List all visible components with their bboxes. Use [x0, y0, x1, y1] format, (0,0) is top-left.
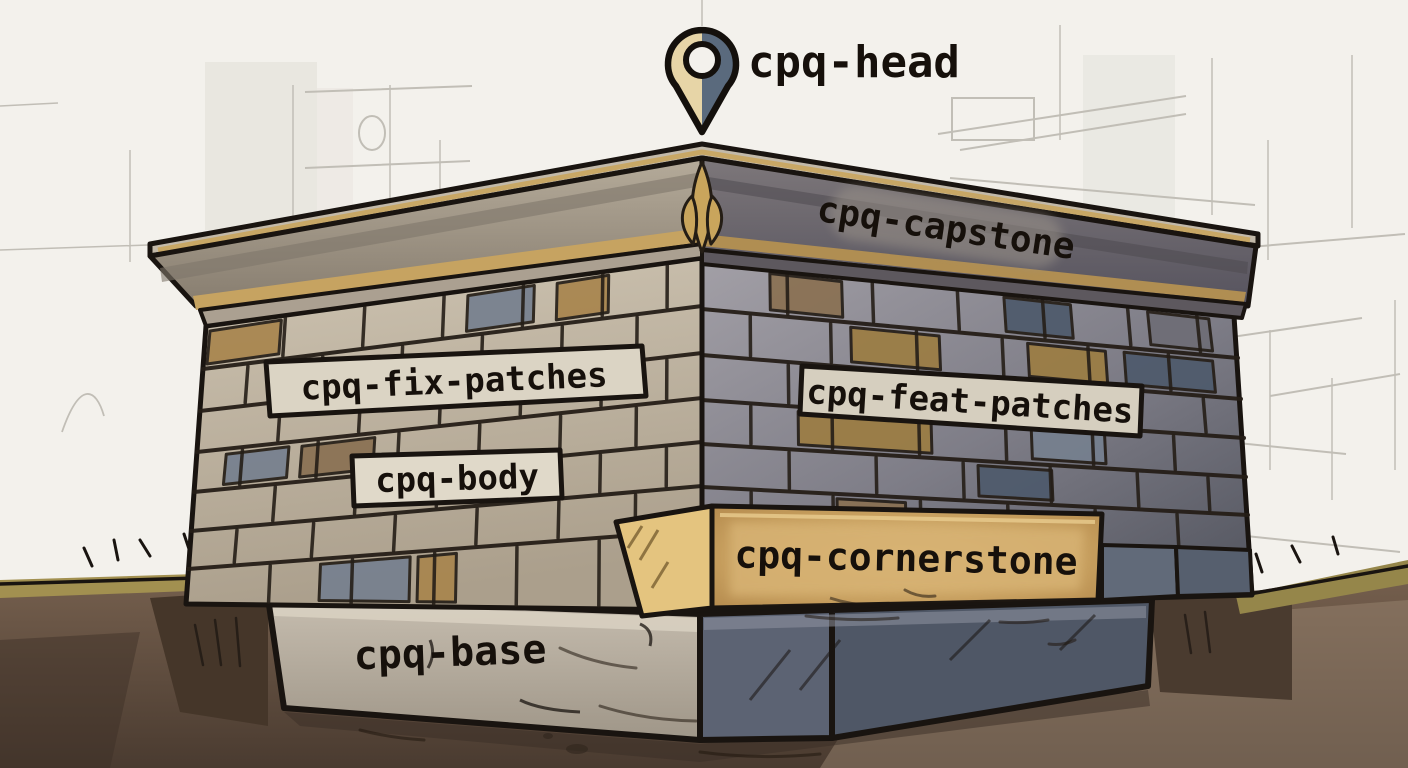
- corner-ornament-icon: [680, 160, 724, 254]
- background-sketch: [0, 0, 1406, 553]
- gold-trim-left: [193, 228, 702, 310]
- body-stone: [349, 447, 565, 509]
- dirt-marks: [358, 588, 1077, 759]
- building-silhouette: [205, 62, 317, 230]
- label-base: cpq-base: [353, 627, 547, 680]
- corner-row-brick: [1174, 545, 1254, 598]
- label-cornerstone: cpq-cornerstone: [734, 532, 1078, 583]
- cornerstone-block: [613, 503, 1105, 619]
- pin-hole: [686, 44, 718, 76]
- structure-shadow: [284, 690, 1150, 762]
- trench-left: [150, 590, 268, 726]
- label-body: cpq-body: [375, 457, 540, 501]
- location-pin-icon: [664, 26, 740, 136]
- gold-trim-right: [702, 234, 1246, 302]
- corner-row-brick: [1100, 543, 1180, 602]
- gold-trim-top: [157, 149, 1251, 253]
- feat-patches-stone: [797, 363, 1145, 439]
- capstone-label-backing: [829, 186, 1064, 268]
- capstone-right-ledge: [700, 248, 1248, 320]
- label-head: cpq-head: [748, 37, 960, 88]
- fix-patches-stone: [263, 343, 649, 419]
- building-silhouette: [1083, 55, 1175, 225]
